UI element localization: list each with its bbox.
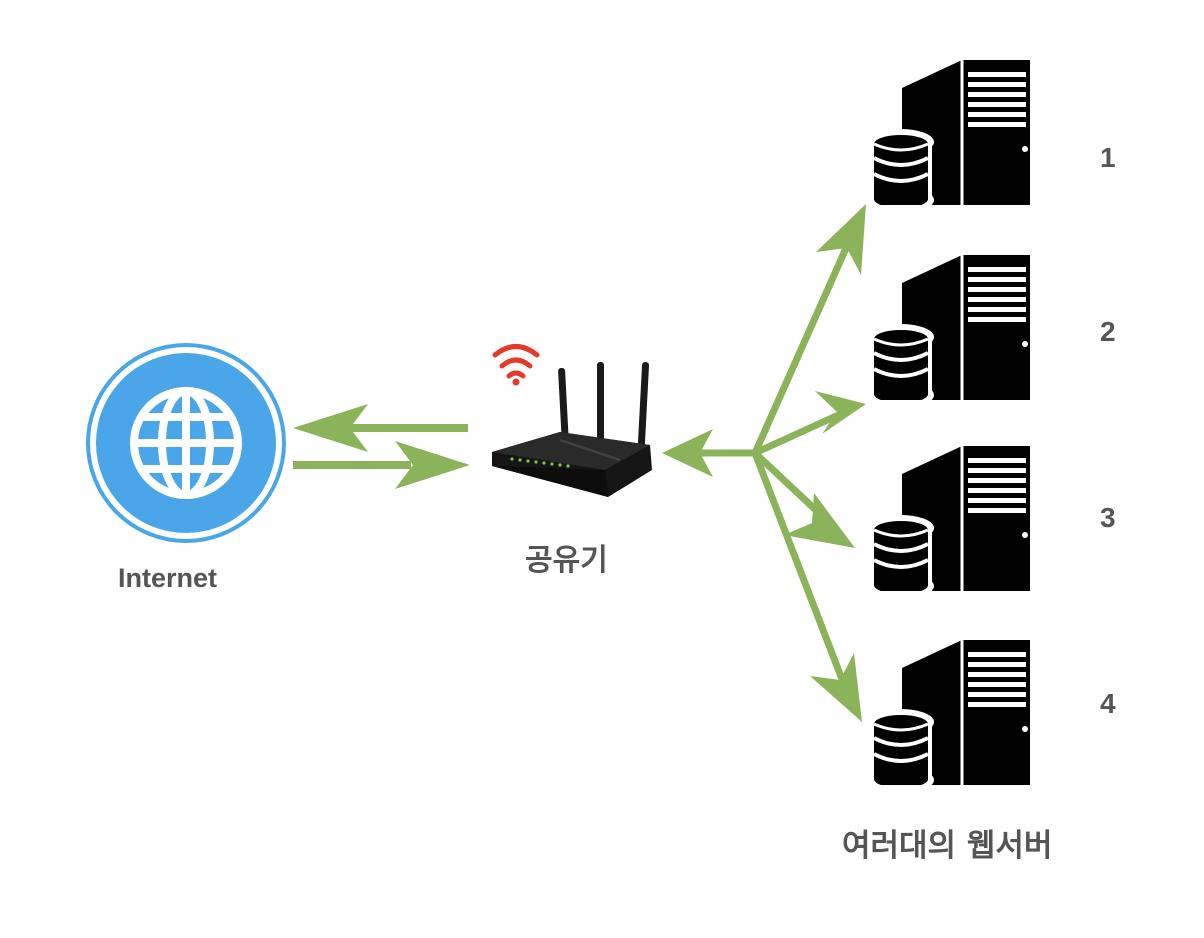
server-database-icon [866, 60, 1032, 205]
internet-label: Internet [118, 563, 218, 593]
server-number-3: 3 [1100, 502, 1116, 533]
server-2 [866, 255, 1032, 400]
server-3 [866, 446, 1032, 591]
server-1 [866, 60, 1032, 205]
internet-router-arrows [293, 404, 470, 489]
server-number-2: 2 [1100, 316, 1116, 347]
server-number-1: 1 [1100, 142, 1116, 173]
server-database-icon [866, 640, 1032, 785]
wifi-router-icon [492, 344, 652, 497]
server-database-icon [866, 446, 1032, 591]
wifi-signal-icon [492, 344, 540, 379]
servers-label: 여러대의 웹서버 [842, 828, 1053, 864]
server-database-icon [866, 255, 1032, 400]
server-number-4: 4 [1100, 688, 1116, 719]
server-4 [866, 640, 1032, 785]
router-server-arrows [662, 204, 866, 722]
router-label: 공유기 [525, 543, 608, 578]
globe-icon [86, 343, 286, 543]
